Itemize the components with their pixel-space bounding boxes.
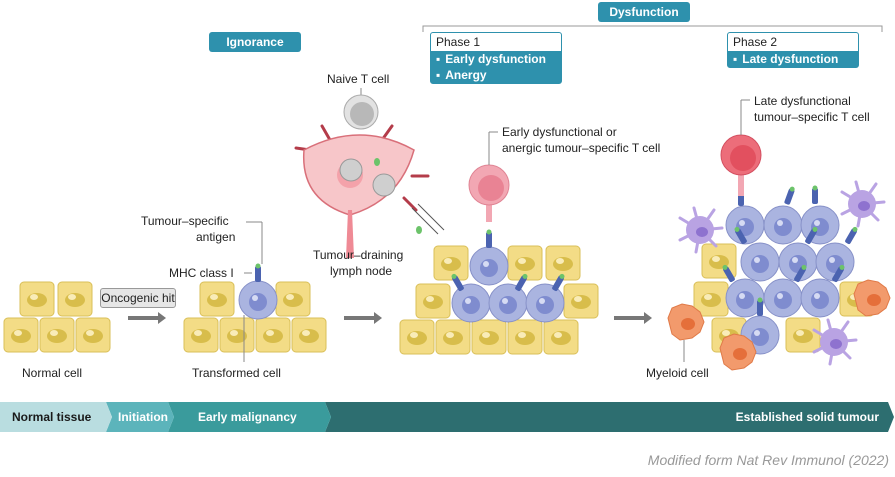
stage-timeline <box>0 402 894 432</box>
progression-arrow <box>128 312 166 324</box>
phase-1-item: Anergy <box>431 67 561 83</box>
phase-1-box: Phase 1 Early dysfunction Anergy <box>430 32 562 84</box>
phase-2-title: Phase 2 <box>728 33 858 51</box>
normal-cell-cluster <box>3 281 111 353</box>
phase-1-title: Phase 1 <box>431 33 561 51</box>
established-tumour-cluster <box>667 180 891 371</box>
progression-arrow <box>344 312 382 324</box>
normal-cell-label: Normal cell <box>22 366 83 380</box>
progression-arrow <box>614 312 652 324</box>
lymph-node-label-line1: Tumour–draining <box>313 248 404 262</box>
mhc-class-label: MHC class I <box>169 266 234 280</box>
late-dysfunctional-label-line2: tumour–specific T cell <box>754 110 870 124</box>
timeline-stage-established <box>325 402 894 432</box>
naive-t-cell <box>343 94 379 130</box>
phase-2-box: Phase 2 Late dysfunction <box>727 32 859 68</box>
ignorance-badge: Ignorance <box>209 32 301 52</box>
lymph-node-label-line2: lymph node <box>330 264 393 278</box>
timeline-label-established: Established solid tumour <box>735 410 879 424</box>
early-tumour-cluster <box>399 229 599 355</box>
timeline-label-early-malignancy: Early malignancy <box>198 410 297 424</box>
phase-2-item: Late dysfunction <box>728 51 858 67</box>
timeline-label-normal: Normal tissue <box>12 410 92 424</box>
lymph-node <box>294 124 430 258</box>
bidirectional-arrow <box>411 203 445 235</box>
naive-t-cell-label: Naive T cell <box>327 72 390 86</box>
early-dysfunctional-label-line2: anergic tumour–specific T cell <box>502 141 661 155</box>
early-dysfunctional-t-cell <box>468 164 510 222</box>
late-dysfunctional-t-cell <box>720 134 762 196</box>
timeline-stage-initiation <box>106 402 174 432</box>
dysfunction-bracket <box>422 25 883 32</box>
timeline-stage-normal <box>0 402 112 432</box>
phase-1-item: Early dysfunction <box>431 51 561 67</box>
myeloid-cell-label: Myeloid cell <box>646 366 709 380</box>
late-dysfunctional-label-line1: Late dysfunctional <box>754 94 851 108</box>
antigen-label-line2: antigen <box>196 230 236 244</box>
timeline-label-initiation: Initiation <box>118 410 168 424</box>
oncogenic-hit-label: Oncogenic hit <box>100 288 176 308</box>
early-dysfunctional-label-line1: Early dysfunctional or <box>502 125 617 139</box>
antigen-label-line1: Tumour–specific <box>141 214 229 228</box>
transformed-cell-label: Transformed cell <box>192 366 281 380</box>
dysfunction-badge: Dysfunction <box>598 2 690 22</box>
timeline-stage-early-malignancy <box>168 402 331 432</box>
source-credit: Modified form Nat Rev Immunol (2022) <box>647 452 889 468</box>
